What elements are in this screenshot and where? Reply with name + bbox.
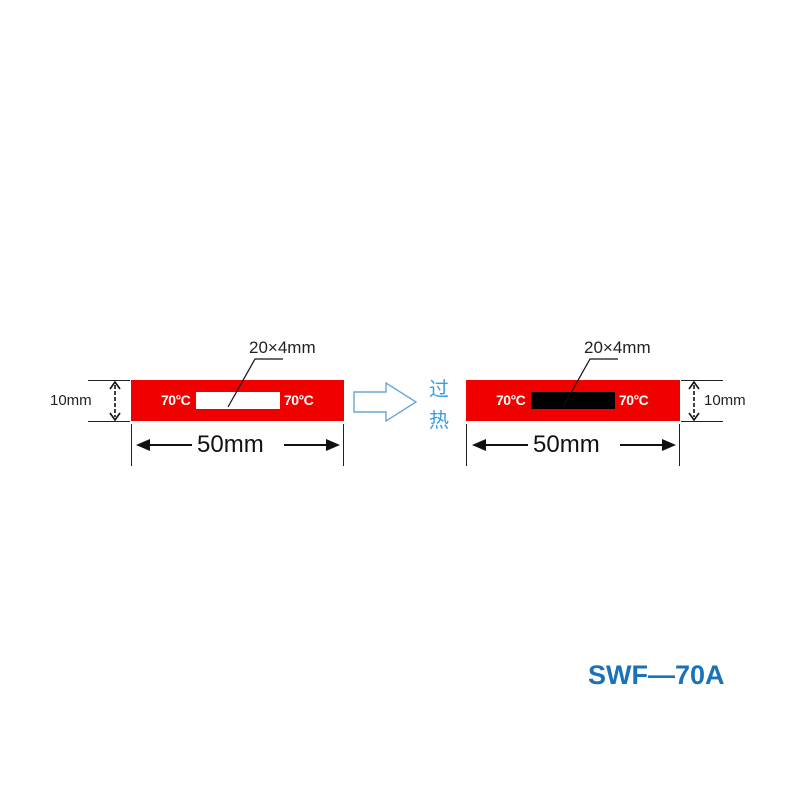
height-dim-label: 10mm: [704, 392, 746, 409]
width-dim-left-line: [131, 424, 132, 466]
model-number: SWF—70A: [588, 660, 725, 690]
indicator-strip-before: 70°C 70°C: [131, 380, 344, 421]
temp-label-right: 70°C: [619, 392, 649, 408]
width-dim-label: 50mm: [533, 431, 600, 458]
height-dim-top-line: [88, 380, 130, 381]
overheat-text-line1: 过: [429, 377, 449, 401]
width-dim-right-line: [343, 424, 344, 466]
indicator-window-white: [196, 392, 280, 409]
leader-line: [227, 358, 283, 408]
double-arrow-vertical-icon: [109, 381, 121, 421]
double-arrow-horizontal-icon: [136, 439, 340, 451]
height-dim-bottom-line: [681, 421, 723, 422]
overheat-text-line2: 热: [429, 408, 449, 432]
double-arrow-horizontal-icon: [472, 439, 676, 451]
temp-label-right: 70°C: [284, 392, 314, 408]
double-arrow-vertical-icon: [688, 381, 700, 421]
height-dim-bottom-line: [88, 421, 130, 422]
width-dim-label: 50mm: [197, 431, 264, 458]
height-dim-label: 10mm: [50, 392, 92, 409]
width-dim-left-line: [466, 424, 467, 466]
indicator-strip-after: 70°C 70°C: [466, 380, 680, 421]
width-dim-right-line: [679, 424, 680, 466]
temp-label-left: 70°C: [496, 392, 526, 408]
window-size-label: 20×4mm: [584, 338, 651, 357]
leader-line: [562, 358, 618, 408]
window-size-label: 20×4mm: [249, 338, 316, 357]
indicator-window-black: [531, 392, 615, 409]
temp-label-left: 70°C: [161, 392, 191, 408]
height-dim-top-line: [681, 380, 723, 381]
right-arrow-outline-icon: [353, 381, 418, 423]
